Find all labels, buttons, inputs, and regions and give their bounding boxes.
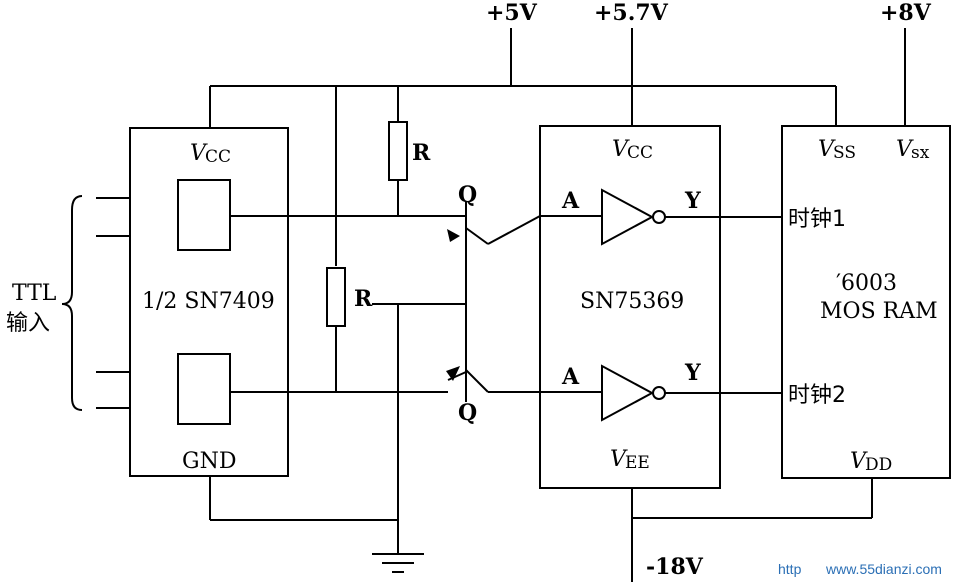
transistor-top [447,202,541,304]
ic3-vss-label: V [818,137,836,162]
ground-symbol [372,553,424,573]
ic2-vcc-label: V [612,137,630,162]
ic2-vee-subscript: EE [625,453,650,473]
minus18v-rail [631,478,873,582]
buffer-bottom [601,364,655,422]
watermark-url: www.55dianzi.com [825,561,942,577]
resistor-top-label: R [412,140,431,166]
plus57v-label: +5.7V [594,0,669,26]
ttl-input-brace [61,195,83,411]
ground-network [209,303,466,554]
ttl-label: TTL [12,281,57,306]
ic3-vsx-subscript: sx [911,143,930,163]
ic2-pin-a-bottom: A [561,364,580,390]
plus8v-label: +8V [880,0,932,26]
buffer-top [601,188,655,246]
resistor-middle [326,267,346,327]
plus5v-rail [209,28,837,266]
ttl-input-label: 输入 [6,311,50,336]
plus5v-label: +5V [486,0,538,26]
clock2-label: 时钟2 [788,383,846,408]
ic2-pin-y-top: Y [684,188,701,214]
ic3-vdd-subscript: DD [865,455,892,475]
ic1-gnd-label: GND [182,449,236,474]
ic2-vee-label: V [610,447,628,472]
resistor-middle-label: R [354,286,373,312]
ic1-name-label: 1/2 SN7409 [142,289,275,314]
ic2-pin-a-top: A [561,188,580,214]
clock1-label: 时钟1 [788,207,846,232]
resistor-top [388,121,408,181]
ram-part-label: ′6003 [836,271,897,296]
transistor-bottom-label: Q [458,400,477,426]
ic3-vdd-label: V [850,449,868,474]
sn75369-chip [539,125,721,489]
and-gate-bottom [177,353,231,425]
ic1-vcc-subscript: CC [205,147,231,167]
ic3-vsx-label: V [896,137,914,162]
mos-ram-chip [781,125,951,479]
ic2-vcc-subscript: CC [627,143,653,163]
transistor-top-label: Q [458,182,477,208]
ic2-pin-y-bottom: Y [684,360,701,386]
watermark-prefix: http [778,561,802,577]
transistor-bottom [446,304,540,402]
minus18v-label: -18V [646,554,704,580]
ic2-name-label: SN75369 [580,289,684,314]
ic1-vcc-label: V [190,141,208,166]
ram-type-label: MOS RAM [820,299,938,324]
and-gate-top [177,179,231,251]
ic3-vss-subscript: SS [833,143,856,163]
